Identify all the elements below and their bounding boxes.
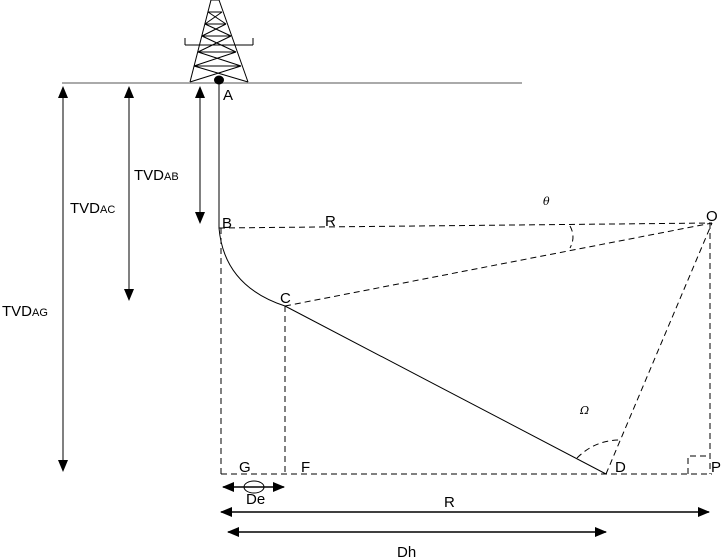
de-label: De bbox=[246, 491, 265, 508]
dh-label: Dh bbox=[397, 544, 416, 559]
point-c-label: C bbox=[280, 290, 291, 307]
point-b-label: B bbox=[222, 215, 232, 232]
omega-label: Ω bbox=[579, 404, 589, 417]
omega-arc bbox=[576, 439, 621, 459]
radius-line-co bbox=[284, 222, 713, 307]
theta-label: θ bbox=[543, 195, 550, 208]
point-g-label: G bbox=[239, 459, 251, 476]
tangent-section-cd bbox=[284, 305, 607, 475]
point-d-label: D bbox=[615, 459, 626, 476]
point-a-label: A bbox=[223, 87, 233, 104]
point-p-label: P bbox=[711, 459, 721, 476]
point-f-label: F bbox=[301, 459, 310, 476]
radius-label-top: R bbox=[325, 213, 336, 230]
de-marker bbox=[243, 480, 265, 494]
tvd-ag-label: TVDAG bbox=[2, 303, 48, 320]
theta-arc bbox=[569, 225, 574, 249]
tvd-ab-label: TVDAB bbox=[134, 167, 179, 184]
build-curve-bc bbox=[218, 227, 286, 307]
derrick-icon bbox=[184, 0, 254, 83]
radius-line-do bbox=[605, 222, 713, 475]
right-angle-mark bbox=[687, 455, 710, 474]
radius-label-bottom: R bbox=[444, 494, 455, 511]
tvd-ac-label: TVDAC bbox=[70, 200, 115, 217]
point-o-label: O bbox=[706, 208, 718, 225]
radius-line-bo bbox=[218, 222, 713, 229]
wellhead-marker bbox=[214, 75, 224, 85]
